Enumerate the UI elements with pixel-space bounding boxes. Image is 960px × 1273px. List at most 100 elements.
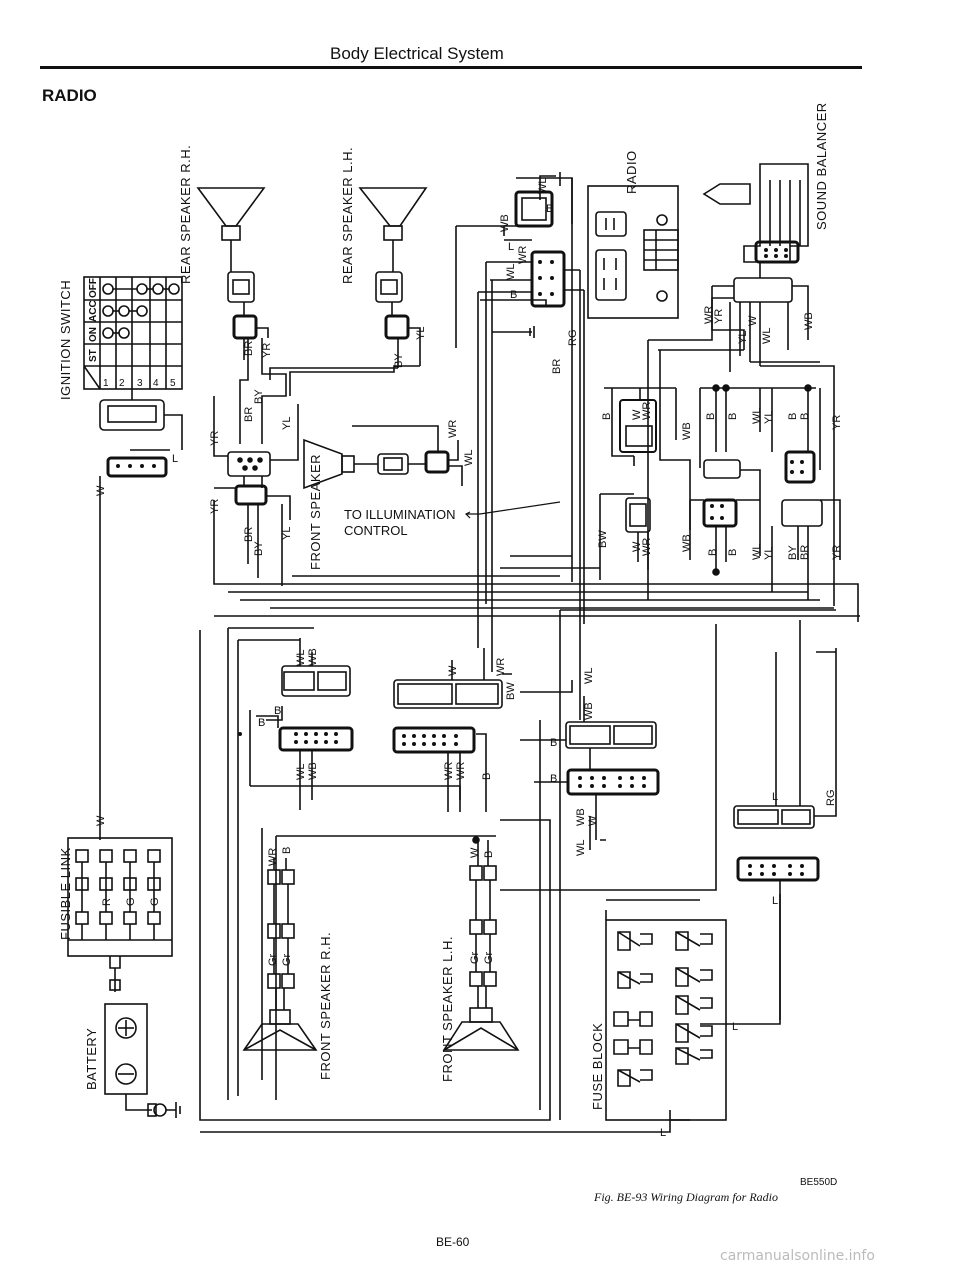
- ign-col-off: OFF: [88, 278, 99, 298]
- wire-w-8: W: [469, 847, 481, 858]
- wire-wl-5: WL: [751, 408, 763, 425]
- wire-b-15: B: [281, 847, 293, 854]
- wire-l-5: L: [732, 1021, 738, 1033]
- wire-wr-7: WR: [443, 762, 455, 780]
- ignition-switch: [83, 276, 183, 450]
- section-title: RADIO: [42, 86, 97, 105]
- wire-w-6: W: [447, 665, 459, 676]
- front-speaker-label: FRONT SPEAKER: [308, 454, 323, 570]
- wire-wr-5: WR: [641, 538, 653, 556]
- wire-l-4: L: [772, 895, 778, 907]
- wire-b-14: B: [481, 773, 493, 780]
- wire-b-5: B: [727, 413, 739, 420]
- wire-yl-3: YL: [281, 527, 293, 540]
- wire-wb-2: WB: [803, 312, 815, 330]
- front-speaker-rh-label: FRONT SPEAKER R.H.: [318, 932, 333, 1080]
- wire-gr-3: Gr: [469, 951, 481, 964]
- wire-wb-8: WB: [575, 808, 587, 826]
- wire-wr-9: WR: [267, 848, 279, 866]
- page-title: Body Electrical System: [330, 44, 504, 63]
- wire-b-16: B: [483, 851, 495, 858]
- wire-b-2: B: [510, 289, 517, 301]
- front-speaker-lh-label: FRONT SPEAKER L.H.: [440, 936, 455, 1082]
- ign-row-3: 3: [137, 378, 143, 389]
- wire-w-5: W: [631, 541, 643, 552]
- wire-wl-10: WL: [575, 840, 587, 857]
- front-speaker-lh: [442, 836, 520, 1051]
- wire-b-3: B: [601, 413, 613, 420]
- wire-yr-1: YR: [261, 343, 273, 358]
- sound-balancer-label: SOUND BALANCER: [814, 102, 829, 230]
- ign-col-st: ST: [88, 349, 99, 362]
- radio-unit: [587, 185, 679, 319]
- wire-l: L: [172, 453, 178, 465]
- wire-b-9: B: [727, 549, 739, 556]
- wire-wb-5: WB: [307, 648, 319, 666]
- wire-yl-6: YL: [763, 547, 775, 560]
- front-speaker: [303, 425, 463, 490]
- wire-yl-2: YL: [281, 417, 293, 430]
- wire-wr-2: WR: [517, 246, 529, 264]
- wire-l-6: L: [660, 1127, 666, 1139]
- figure-caption: Fig. BE-93 Wiring Diagram for Radio: [594, 1190, 778, 1204]
- wire-br-4: BR: [551, 359, 563, 374]
- wire-b-8: B: [707, 549, 719, 556]
- wire-gr-1: Gr: [267, 953, 279, 966]
- wire-b-1: B: [546, 203, 553, 215]
- wire-w-2: W: [95, 815, 107, 826]
- wire-b-13: B: [550, 773, 557, 785]
- wire-b-10: B: [274, 705, 281, 717]
- wire-by-2: BY: [253, 389, 265, 404]
- wire-yl-5: YL: [763, 411, 775, 424]
- wire-yr-3: YR: [209, 499, 221, 514]
- wire-bw-1: BW: [597, 530, 609, 548]
- wire-b-6: B: [787, 413, 799, 420]
- fusible-link-label: FUSIBLE LINK: [58, 847, 73, 940]
- wire-wl-8: WL: [583, 668, 595, 685]
- ign-row-1: 1: [103, 378, 109, 389]
- wire-wl-6: WL: [751, 544, 763, 561]
- page-number: BE-60: [436, 1235, 470, 1249]
- wire-yr-2: YR: [209, 431, 221, 446]
- ignition-switch-label: IGNITION SWITCH: [58, 280, 73, 400]
- wire-b-12: B: [550, 737, 557, 749]
- wire-wl-7: WL: [295, 650, 307, 667]
- wire-bw-2: BW: [505, 682, 517, 700]
- wire-b-4: B: [705, 413, 717, 420]
- wire-br-5: BR: [799, 545, 811, 560]
- wire-wl-9: WL: [295, 764, 307, 781]
- watermark: carmanualsonline.info: [720, 1248, 875, 1264]
- battery-label: BATTERY: [84, 1028, 99, 1090]
- wire-yl-4: YL: [737, 331, 749, 344]
- wire-wb-3: WB: [681, 422, 693, 440]
- wire-yr-4: YR: [713, 309, 725, 324]
- wire-yl-1: YL: [415, 327, 427, 340]
- wire-w-7: W: [587, 815, 599, 826]
- wire-b-7: B: [799, 413, 811, 420]
- fuse-block-label: FUSE BLOCK: [590, 1023, 605, 1110]
- wire-w-3: W: [631, 409, 643, 420]
- wire-wr-3: WR: [641, 402, 653, 420]
- figure-code: BE550D: [800, 1177, 838, 1188]
- wire-r: R: [101, 898, 113, 906]
- rear-speaker-lh: [269, 187, 428, 396]
- wire-b-11: B: [258, 717, 265, 729]
- illumination-label-2: CONTROL: [344, 523, 408, 538]
- ign-row-4: 4: [153, 378, 159, 389]
- wire-gr-4: Gr: [483, 951, 495, 964]
- wire-yr-6: YR: [831, 545, 843, 560]
- wire-l-3: L: [772, 791, 778, 803]
- wire-wl-1: WL: [463, 450, 475, 467]
- wire-by-1: BY: [393, 353, 405, 368]
- wire-wb-6: WB: [583, 702, 595, 720]
- illumination-label-1: TO ILLUMINATION: [344, 507, 455, 522]
- wire-wr-6: WR: [495, 658, 507, 676]
- wire-rg-1: RG: [567, 330, 579, 347]
- rear-speaker-rh: [196, 187, 287, 444]
- front-speaker-rh: [242, 858, 318, 1051]
- fusible-link: [67, 837, 173, 992]
- fuse-block: [200, 894, 781, 1133]
- wire-w: W: [95, 485, 107, 496]
- wire-g-2: G: [149, 897, 161, 906]
